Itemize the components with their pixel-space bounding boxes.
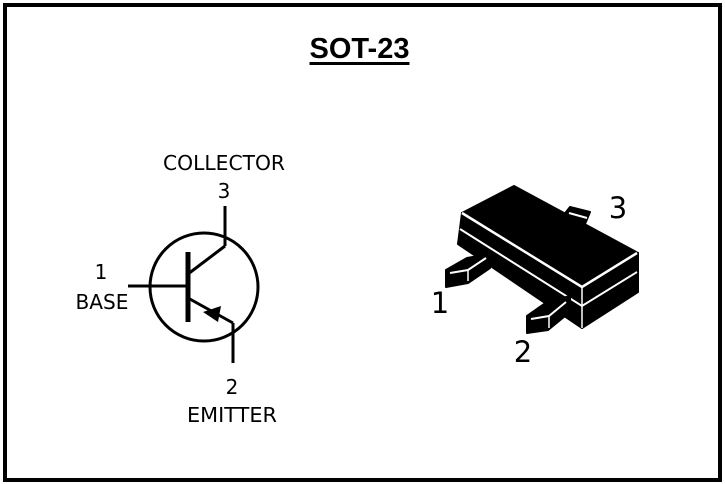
package-pin-3-label: 3 [609, 191, 627, 225]
sot23-package [445, 185, 639, 334]
package-pin-2 [526, 295, 571, 334]
collector-label: COLLECTOR [163, 151, 285, 175]
base-pin-number: 1 [95, 260, 108, 284]
emitter-pin-number: 2 [226, 375, 239, 399]
emitter-label: EMITTER [187, 403, 277, 427]
npn-transistor-symbol [128, 206, 260, 363]
base-label: BASE [76, 290, 129, 314]
collector-diagonal [187, 244, 226, 276]
package-pin-2-label: 2 [514, 335, 532, 369]
package-pin-1 [445, 253, 491, 288]
emitter-arrow [203, 306, 221, 322]
collector-pin-number: 3 [218, 179, 231, 203]
package-pin-1-label: 1 [431, 286, 449, 320]
diagram-title: SOT-23 [309, 33, 410, 65]
